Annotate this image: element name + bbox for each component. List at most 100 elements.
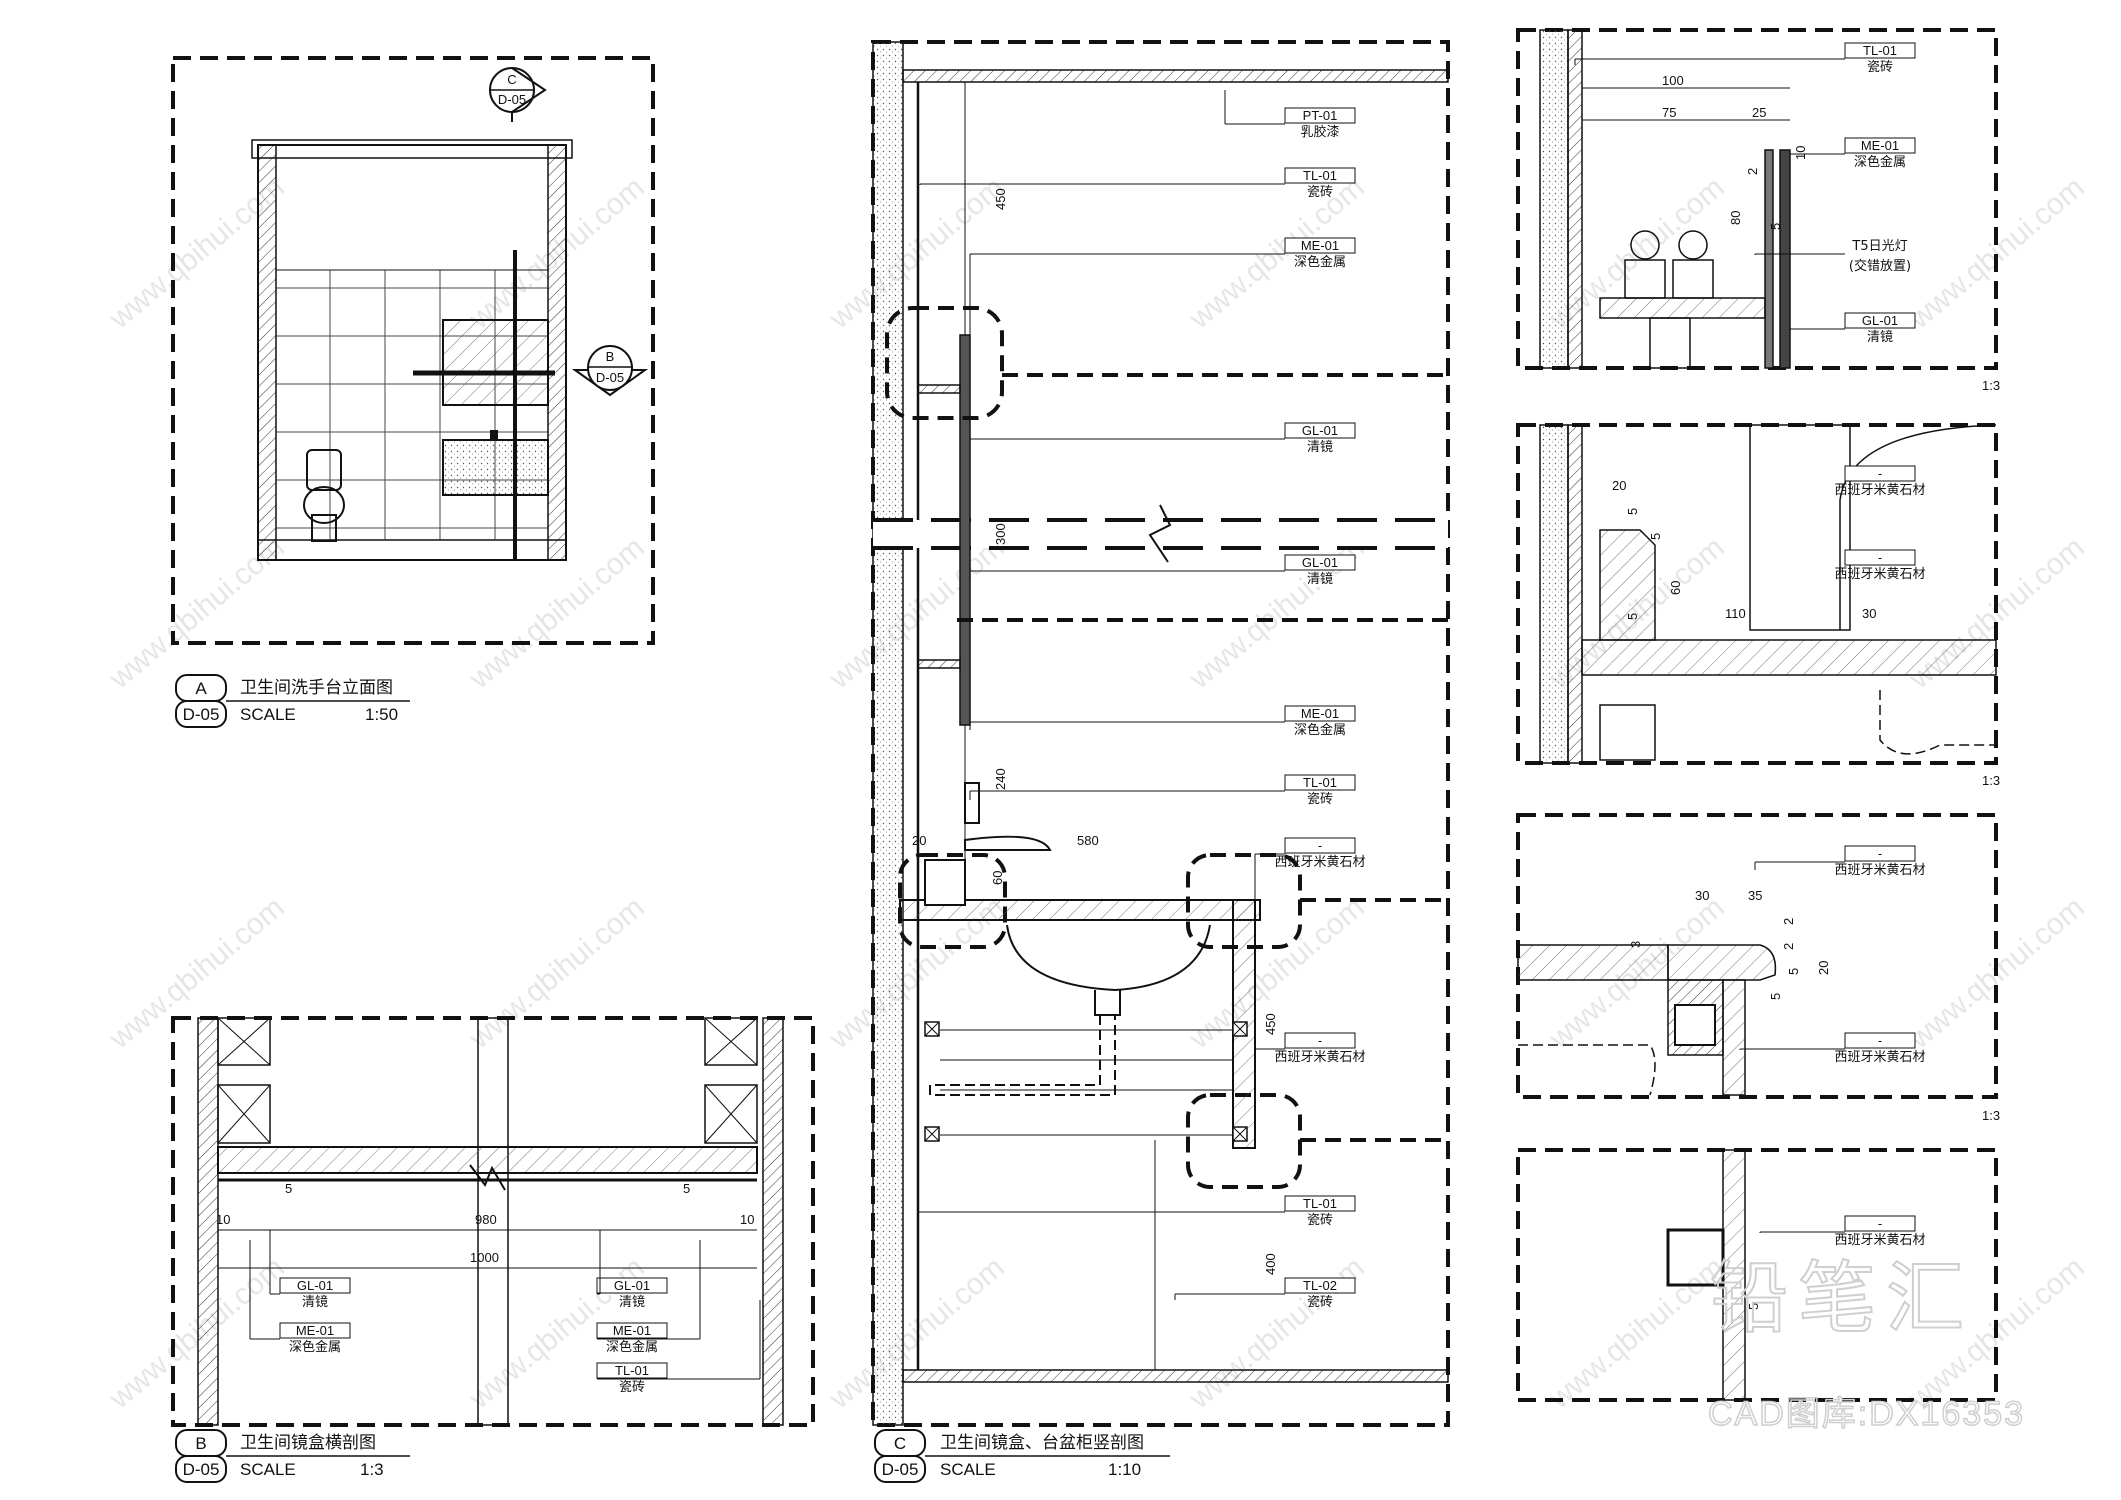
title-block-b: B D-05 卫生间镜盒横剖图 SCALE 1:3 xyxy=(175,1429,410,1483)
tag-name: 瓷砖 xyxy=(1307,1213,1333,1228)
faucet xyxy=(490,430,498,440)
tag-box xyxy=(1284,237,1356,254)
tag-code: ME-01 xyxy=(1301,238,1339,253)
floor xyxy=(257,539,567,561)
tag-code: GL-01 xyxy=(614,1278,650,1293)
detail-4: 5 -西班牙米黄石材 xyxy=(1516,1148,1998,1402)
d1-dim-3: 25 xyxy=(1752,105,1766,120)
c-faucet-spout xyxy=(964,835,1052,851)
title-b-scale: 1:3 xyxy=(360,1460,384,1479)
marker-c-sheet: D-05 xyxy=(498,92,526,107)
d2-dim-5: 5 xyxy=(1625,613,1640,620)
d2-scale: 1:3 xyxy=(1982,773,2000,788)
watermark-site: www.qbihui.com xyxy=(823,171,1011,336)
tag-name: 西班牙米黄石材 xyxy=(1834,483,1925,498)
material-tag: GL-01 清镜 xyxy=(596,1230,668,1310)
tag-box xyxy=(1284,107,1356,124)
c-light-shelf xyxy=(917,384,961,394)
material-tag: (交错放置) xyxy=(1849,258,1911,274)
tag-name: 瓷砖 xyxy=(1307,1295,1333,1310)
tag-name: 深色金属 xyxy=(606,1339,658,1355)
detail-1: 100 75 25 10 2 80 5 1:3 TL-01瓷砖ME-01深色金属… xyxy=(1516,28,2000,393)
mirror-box xyxy=(442,319,549,406)
tag-code: TL-01 xyxy=(1303,775,1337,790)
d2-dim-2: 5 xyxy=(1625,508,1640,515)
tag-name: 深色金属 xyxy=(289,1339,341,1355)
b-dim-3: 10 xyxy=(216,1212,230,1227)
tag-name: 清镜 xyxy=(619,1295,645,1310)
c-callout-1 xyxy=(885,306,1004,420)
d3-dim-2: 35 xyxy=(1748,888,1762,903)
tag-name: 乳胶漆 xyxy=(1300,124,1339,140)
b-block-left xyxy=(217,1084,271,1144)
material-tag: -西班牙米黄石材 xyxy=(1759,1215,1926,1248)
tag-code: - xyxy=(1878,1033,1882,1048)
tag-code: - xyxy=(1878,846,1882,861)
tag-name: 清镜 xyxy=(1307,440,1333,455)
view-a-elevation: C D-05 B D-05 A D-05 卫生间洗手台立面图 SCALE 1:5… xyxy=(171,56,655,728)
d2-dim-4: 60 xyxy=(1668,581,1683,595)
tag-box xyxy=(1284,167,1356,184)
material-tag: -西班牙米黄石材 xyxy=(1834,465,1926,498)
d3-dim-3: 2 xyxy=(1781,918,1796,925)
tag-code: - xyxy=(1878,550,1882,565)
tag-box xyxy=(596,1277,668,1294)
tag-code: TL-01 xyxy=(1303,1196,1337,1211)
tag-code: TL-01 xyxy=(1863,43,1897,58)
tag-box xyxy=(1284,705,1356,722)
d2-dim-7: 30 xyxy=(1862,606,1876,621)
material-tag: TL-01 瓷砖 xyxy=(969,774,1356,807)
detail-3: 30 35 2 3 20 5 2 5 1:3 -西班牙米黄石材-西班牙米黄石材 xyxy=(1516,813,2000,1123)
material-tag: -西班牙米黄石材 xyxy=(1834,549,1926,582)
title-c-scale: 1:10 xyxy=(1108,1460,1141,1479)
c-faucet-handle xyxy=(964,782,980,824)
watermark-brand: 铅笔汇 xyxy=(1710,1254,1974,1344)
c-dim-7: 450 xyxy=(1263,1013,1278,1035)
tag-code: TL-02 xyxy=(1303,1278,1337,1293)
b-dim-6: 1000 xyxy=(470,1250,499,1265)
tag-code: - xyxy=(1878,1216,1882,1231)
title-block-a: A D-05 卫生间洗手台立面图 SCALE 1:50 xyxy=(175,674,410,728)
left-wall xyxy=(257,144,277,561)
c-dim-5: 580 xyxy=(1077,833,1099,848)
b-stud-right xyxy=(704,1017,758,1066)
ceiling xyxy=(251,139,573,159)
watermark-site: www.qbihui.com xyxy=(1543,1251,1731,1416)
title-a-name: 卫生间洗手台立面图 xyxy=(240,678,393,698)
material-tag: T5日光灯 xyxy=(1754,239,1908,255)
tag-box xyxy=(1844,137,1916,154)
tag-name: 西班牙米黄石材 xyxy=(1274,1050,1365,1065)
tag-box xyxy=(596,1322,668,1339)
tag-code: GL-01 xyxy=(1862,313,1898,328)
d1-dim-2: 75 xyxy=(1662,105,1676,120)
tag-name: 西班牙米黄石材 xyxy=(1274,855,1365,870)
tag-name: 清镜 xyxy=(1867,330,1893,345)
tag-code: GL-01 xyxy=(1302,423,1338,438)
tag-box xyxy=(1284,1032,1356,1049)
title-b-name: 卫生间镜盒横剖图 xyxy=(240,1433,376,1453)
tag-name: 瓷砖 xyxy=(1307,792,1333,807)
tag-code: GL-01 xyxy=(1302,555,1338,570)
material-tag: - 西班牙米黄石材 xyxy=(1254,1032,1366,1100)
tag-name: 深色金属 xyxy=(1294,722,1346,738)
title-a-letter: A xyxy=(195,679,207,698)
b-dim-2: 5 xyxy=(683,1181,690,1196)
tag-code: - xyxy=(1318,1033,1322,1048)
toilet-bowl xyxy=(303,486,345,524)
toilet-tank xyxy=(306,449,342,491)
tag-code: PT-01 xyxy=(1303,108,1338,123)
d3-dim-5: 20 xyxy=(1816,961,1831,975)
b-block-right xyxy=(704,1084,758,1144)
view-a-frame xyxy=(171,56,655,645)
tag-code: ME-01 xyxy=(613,1323,651,1338)
c-dim-4: 20 xyxy=(912,833,926,848)
tag-code: - xyxy=(1318,838,1322,853)
material-tag: TL-02 瓷砖 xyxy=(1174,1277,1356,1310)
b-dim-5: 10 xyxy=(740,1212,754,1227)
watermark-site: www.qbihui.com xyxy=(823,531,1011,696)
